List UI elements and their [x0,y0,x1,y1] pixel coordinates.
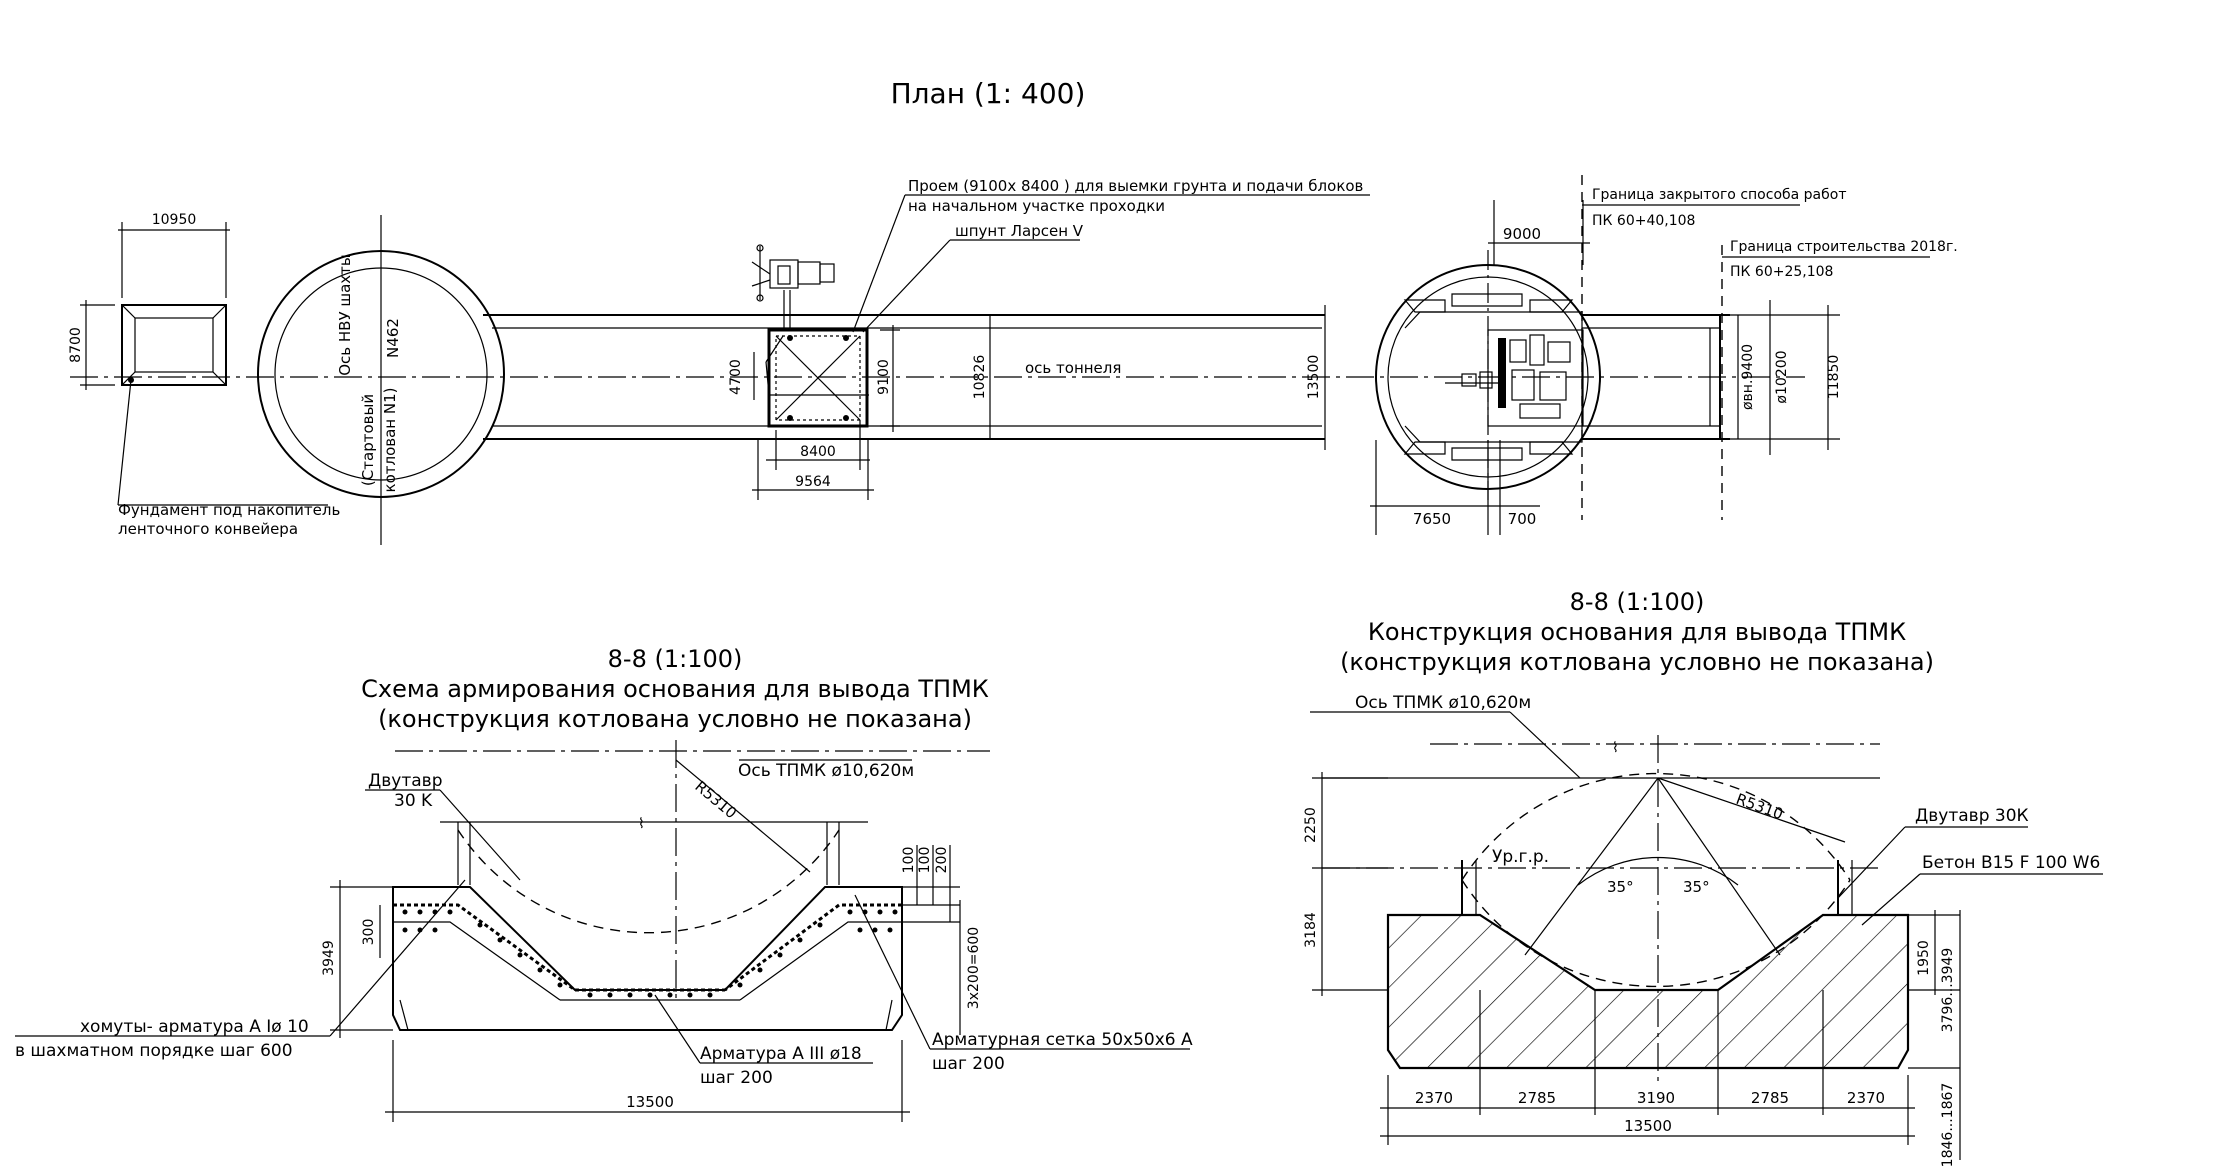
left-dim-3x200: 3x200=600 [966,927,982,1009]
angle-label-left: 35° [1607,878,1634,896]
dim-9100: 9100 [876,359,892,395]
left-section-reinforcement: 8-8 (1:100) Схема армирования основания … [15,645,1193,1122]
rebar-label-2: шаг 200 [700,1068,773,1088]
start-shaft: Ось НВУ шахты N462 (Стартовый котлован N… [257,215,505,545]
dim-700: 700 [1508,510,1537,528]
crane-symbol [751,244,835,330]
right-bottom-dims: 2370 2785 3190 2785 2370 13500 [1380,990,1915,1145]
ground-level-label: Ур.г.р. [1492,847,1549,867]
plan-title: План (1: 400) [891,77,1086,110]
conveyor-foundation: 10950 8700 Фундамент под накопитель лент… [68,212,340,538]
svg-text:⌇: ⌇ [638,816,645,832]
dim-8700: 8700 [68,327,84,363]
bottom-dim-2: 2785 [1518,1089,1556,1107]
pk-label-2: ПК 60+25,108 [1730,264,1833,280]
right-axis-label: Ось ТПМК ø10,620м [1355,693,1531,713]
dim-8400: 8400 [800,444,836,460]
left-dvutavr-label-2: 30 K [394,791,433,811]
tunnel-axis-label: ось тоннеля [1025,359,1121,377]
left-foundation-outline [392,886,903,1031]
rebar-label-1: Арматура А III ø18 [700,1044,862,1064]
left-axis-label: Ось ТПМК ø10,620м [738,761,914,781]
boundaries: Граница закрытого способа работ ПК 60+40… [1581,175,1958,520]
dim-9564: 9564 [795,474,831,490]
opening-label-2: на начальном участке проходки [908,197,1165,215]
svg-text:⌇: ⌇ [1612,740,1619,756]
dim-11850: 11850 [1826,355,1842,400]
larsen-label: шпунт Ларсен V [955,222,1084,240]
right-title-3: (конструкция котлована условно не показа… [1340,648,1934,676]
dim-10826: 10826 [972,355,988,400]
dim-9000: 9000 [1503,225,1541,243]
bottom-dim-1: 2370 [1415,1089,1453,1107]
left-dim-100a: 100 [901,847,917,874]
dim-10950: 10950 [152,212,197,228]
dim-inner-diameter: øвн.9400 [1740,344,1756,410]
right-title-1: 8-8 (1:100) [1570,588,1705,616]
pit-label-1: (Стартовый [359,394,377,486]
left-dvutavr-label-1: Двутавр [368,771,443,791]
dim-2250: 2250 [1303,807,1319,843]
boundary-label-2: Граница строительства 2018г. [1730,239,1958,255]
stirrups-label-1: хомуты- арматура А Iø 10 [80,1017,309,1037]
left-title-1: 8-8 (1:100) [608,645,743,673]
left-title-2: Схема армирования основания для вывода Т… [361,675,989,703]
boundary-label-1: Граница закрытого способа работ [1592,187,1847,203]
dim-13500-plan: 13500 [1306,355,1322,400]
plan-view: План (1: 400) 10950 8700 Фундамент под н… [68,77,1958,545]
shaft-axis-label: Ось НВУ шахты [336,254,354,376]
foundation-label-2: ленточного конвейера [118,520,298,538]
dim-7650: 7650 [1413,510,1451,528]
bottom-dim-total: 13500 [1624,1117,1672,1135]
left-dim-200: 200 [934,847,950,874]
shaft-number: N462 [384,318,402,358]
pk-label-1: ПК 60+40,108 [1592,213,1695,229]
exit-shaft: 9000 7650 700 øвн.9400 ø10200 11850 [1370,200,1842,535]
stirrups-label-2: в шахматном порядке шаг 600 [15,1041,293,1061]
opening-label-1: Проем (9100x 8400 ) для выемки грунта и … [908,177,1363,195]
dim-3796: 3796...3949 [1940,948,1956,1033]
mesh-label-2: шаг 200 [932,1054,1005,1074]
left-dim-100b: 100 [917,847,933,874]
right-title-2: Конструкция основания для вывода ТПМК [1368,618,1906,646]
foundation-label-1: Фундамент под накопитель [118,501,340,519]
left-radius-label: R5310 [691,777,740,822]
right-section-structure: 8-8 (1:100) Конструкция основания для вы… [1303,588,2103,1167]
dim-10200: ø10200 [1774,350,1790,403]
concrete-label: Бетон В15 F 100 W6 [1922,853,2100,873]
mesh-label-1: Арматурная сетка 50х50х6 А [932,1030,1193,1050]
bottom-dim-3: 3190 [1637,1089,1675,1107]
right-radius-label: R5310 [1734,790,1786,824]
larsen-opening: 8400 9564 4700 9100 10826 [728,315,991,500]
bottom-dim-5: 2370 [1847,1089,1885,1107]
dim-1950: 1950 [1916,940,1932,976]
angle-label-right: 35° [1683,878,1710,896]
rebar-dots [402,909,898,998]
left-dim-3949: 3949 [321,940,337,976]
dim-4700: 4700 [728,359,744,395]
tunnel-walls [483,314,1325,440]
dim-1846: 1846...1867 [1940,1083,1956,1168]
pit-label-2: котлован N1) [381,388,399,493]
left-dim-300: 300 [361,919,377,946]
right-dvutavr-label: Двутавр 30К [1915,806,2029,826]
left-title-3: (конструкция котлована условно не показа… [378,705,972,733]
dim-3184: 3184 [1303,912,1319,948]
bottom-dim-4: 2785 [1751,1089,1789,1107]
left-dim-13500: 13500 [626,1093,674,1111]
right-foundation-hatched [1386,913,1910,1070]
